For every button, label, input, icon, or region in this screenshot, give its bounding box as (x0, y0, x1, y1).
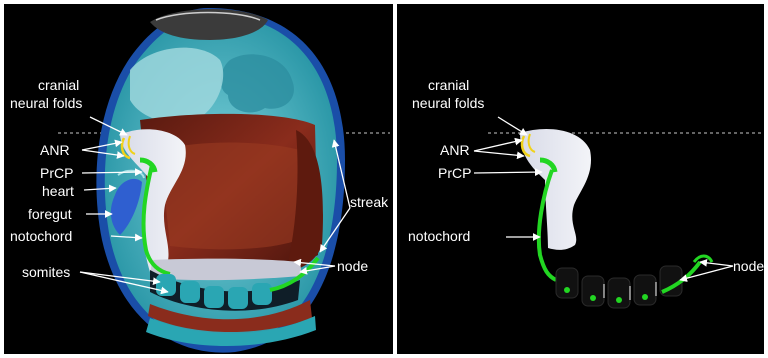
somite (252, 283, 272, 305)
somite (180, 281, 200, 303)
somite (582, 276, 604, 306)
left-panel: cranial neural folds ANR PrCP heart fore… (4, 4, 393, 354)
somite-marker (642, 294, 648, 300)
label-notochord-left: notochord (10, 228, 72, 244)
label-streak-left: streak (350, 194, 389, 210)
somite-marker (590, 295, 596, 301)
somite (156, 274, 176, 296)
label-somites-left: somites (22, 264, 70, 280)
label-cranial-right-2: neural folds (412, 95, 484, 111)
somite (608, 278, 630, 308)
label-prcp-left: PrCP (40, 165, 73, 181)
label-foregut-left: foregut (28, 206, 72, 222)
right-panel: cranial neural folds ANR PrCP notochord … (397, 4, 764, 354)
label-anr-right: ANR (440, 142, 470, 158)
label-notochord-right: notochord (408, 228, 470, 244)
somite (228, 287, 248, 309)
label-heart-left: heart (42, 183, 74, 199)
label-node-left: node (337, 258, 368, 274)
somite-marker (564, 287, 570, 293)
somite-marker (616, 297, 622, 303)
label-anr-left: ANR (40, 142, 70, 158)
label-node-right: node (733, 258, 764, 274)
panel-divider (393, 4, 397, 354)
label-prcp-right: PrCP (438, 165, 471, 181)
somite (204, 286, 224, 308)
label-cranial-right-1: cranial (428, 77, 469, 93)
somite (634, 275, 656, 305)
label-cranial-left-1: cranial (38, 77, 79, 93)
label-cranial-left-2: neural folds (10, 95, 82, 111)
somite (556, 268, 578, 298)
